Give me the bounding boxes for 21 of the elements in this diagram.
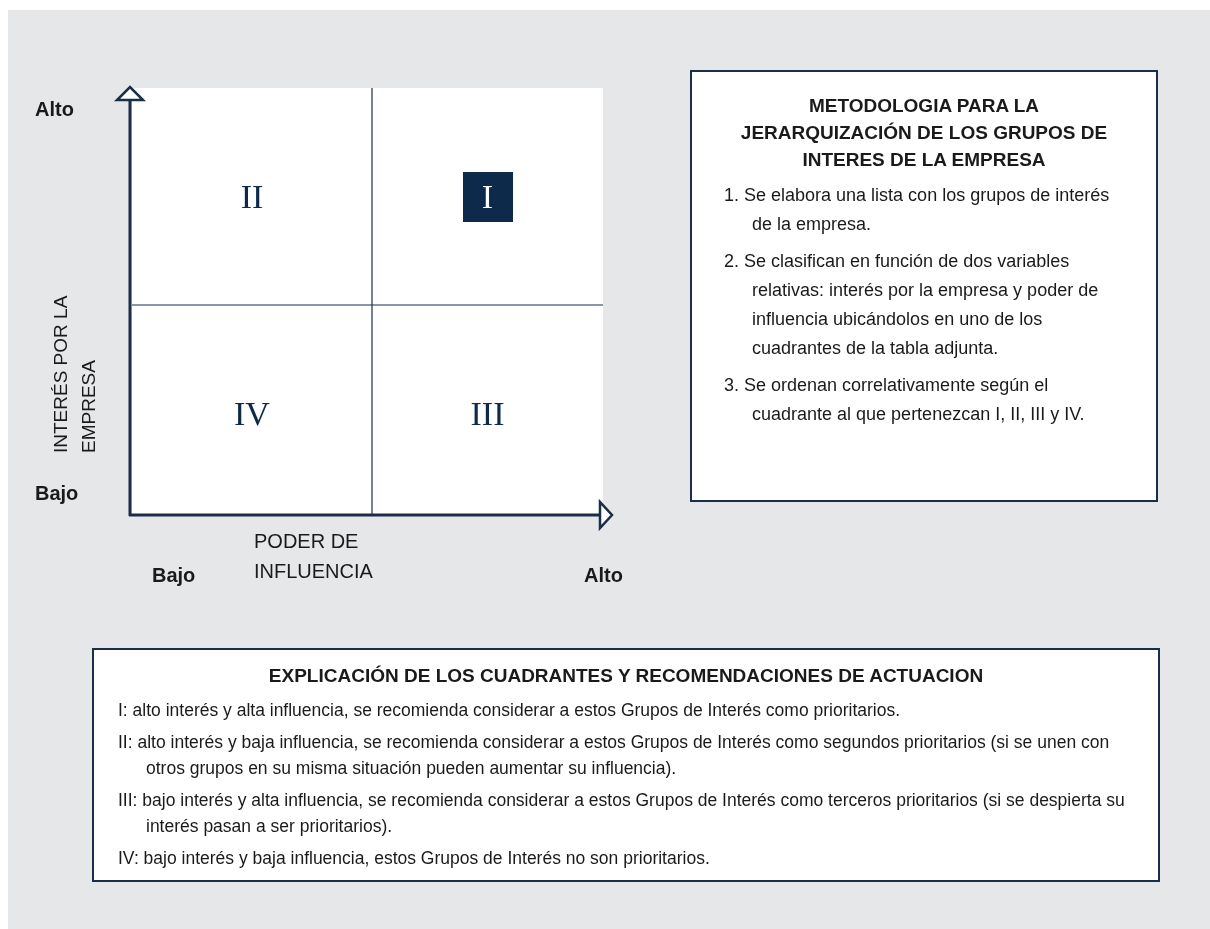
axis-title: PODER DE INFLUENCIA [254, 529, 374, 584]
list-item: III: bajo interés y alta influencia, se recomienda considerar a estos Grupos de Interés como terceros prioritarios (si se despierta su interés pasan a ser prioritarios). [118, 788, 1126, 838]
list-item: 1. Se elabora una lista con los grupos de interés de la empresa. [724, 184, 1111, 236]
list-item: I: alto interés y alta influencia, se recomienda considerar a estos Grupos de Interés como prioritarios. [118, 698, 902, 722]
axis-title: INTERÉS POR LA EMPRESA [49, 295, 100, 453]
text-panel [92, 648, 1160, 882]
quadrant-number: III [470, 396, 505, 431]
axis-value-label: Alto [35, 97, 74, 122]
quadrant-number: IV [234, 396, 270, 431]
text-panel [690, 70, 1158, 502]
list-item: II: alto interés y baja influencia, se recomienda considerar a estos Grupos de Interés como segundos prioritarios (si se unen con otros grupos en su misma situación pueden aumentar su influencia). [118, 730, 1111, 780]
panel-heading: METODOLOGIA PARA LA JERARQUIZACIÓN DE LOS GRUPOS DE INTERES DE LA EMPRESA [739, 94, 1109, 172]
axis-value-label: Bajo [35, 481, 79, 506]
panel-heading: EXPLICACIÓN DE LOS CUADRANTES Y RECOMENDACIONES DE ACTUACION [267, 664, 985, 688]
quadrant-number-badge: I [462, 171, 513, 222]
list-item: 2. Se clasifican en función de dos variables relativas: interés por la empresa y poder de influencia ubicándolos en uno de los cuadrantes de la tabla adjunta. [724, 250, 1100, 360]
axis-value-label: Bajo [152, 563, 196, 588]
list-item: 3. Se ordenan correlativamente según el cuadrante al que pertenezcan I, II, III y IV. [724, 374, 1086, 426]
axis-value-label: Alto [584, 563, 623, 588]
list-item: IV: bajo interés y baja influencia, estos Grupos de Interés no son prioritarios. [118, 846, 711, 870]
quadrant-number: II [240, 179, 264, 214]
